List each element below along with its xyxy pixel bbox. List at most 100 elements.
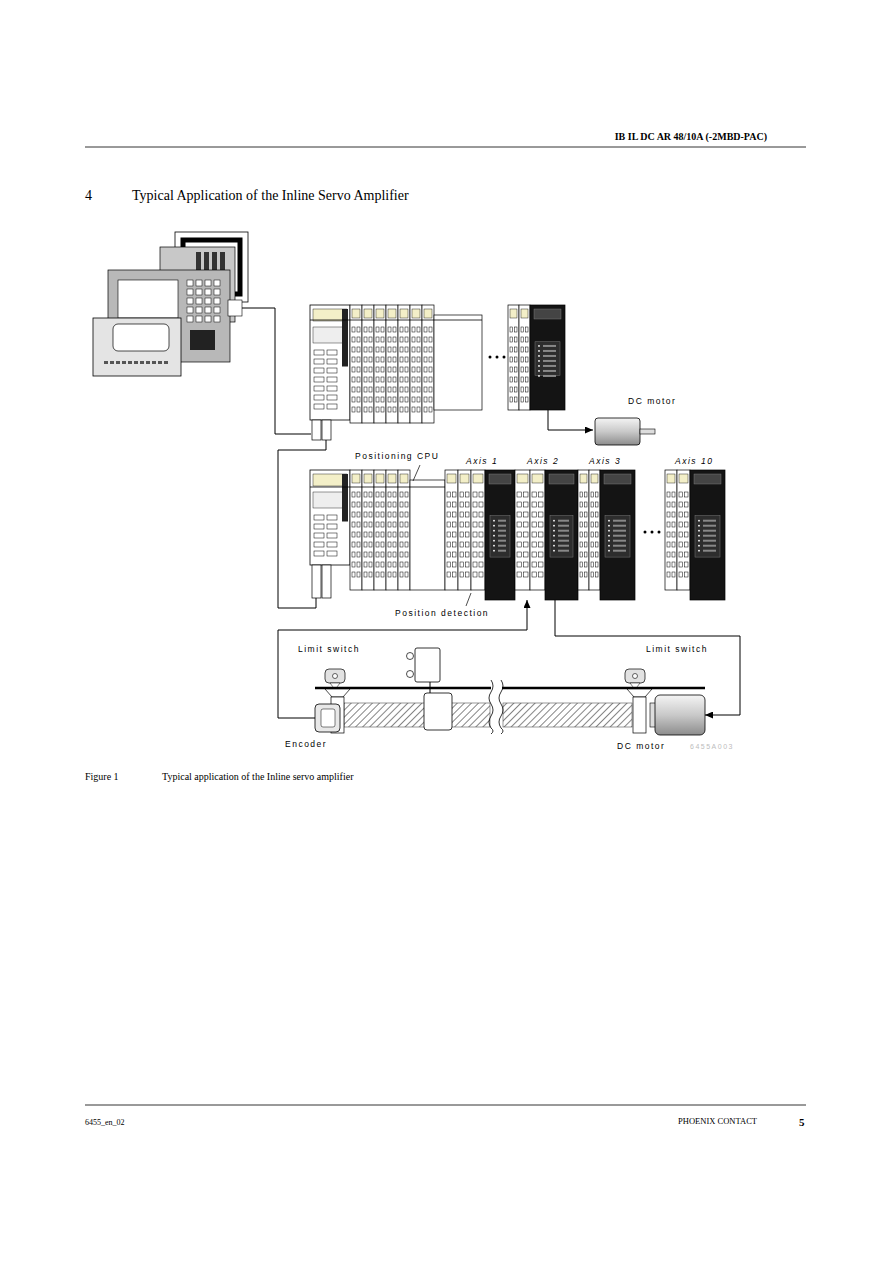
terminal-contact bbox=[388, 502, 391, 507]
terminal-contact bbox=[364, 562, 367, 567]
terminal-contact bbox=[417, 357, 420, 362]
terminal-contact bbox=[400, 542, 403, 547]
servo-marking bbox=[558, 520, 569, 522]
servo-marking bbox=[558, 545, 569, 547]
terminal-contact bbox=[381, 522, 384, 527]
keypad-display bbox=[190, 330, 215, 350]
bus-plug bbox=[312, 420, 321, 440]
terminal-contact bbox=[364, 327, 367, 332]
io-terminal bbox=[458, 470, 471, 590]
servo-led bbox=[493, 525, 495, 527]
terminal-contact bbox=[580, 572, 583, 577]
terminal-contact bbox=[466, 492, 470, 497]
carriage-stem bbox=[430, 682, 431, 693]
bus-plug bbox=[322, 420, 331, 440]
servo-marking bbox=[558, 530, 569, 532]
terminal-contact bbox=[591, 512, 594, 517]
terminal-contact bbox=[539, 542, 544, 547]
terminal-contact bbox=[596, 532, 599, 537]
terminal-leds bbox=[364, 474, 372, 483]
terminal-contact bbox=[479, 522, 483, 527]
terminal-contact bbox=[521, 327, 524, 332]
terminal-contact bbox=[447, 572, 451, 577]
terminal-contact bbox=[424, 397, 427, 402]
terminal-contact bbox=[357, 562, 360, 567]
dc-motor: DC motor bbox=[595, 418, 640, 445]
panel-key bbox=[116, 361, 120, 364]
servo-marking bbox=[703, 520, 716, 522]
terminal-contact bbox=[381, 492, 384, 497]
terminal-contact bbox=[591, 522, 594, 527]
terminal-contact bbox=[357, 532, 360, 537]
terminal-contact bbox=[429, 367, 432, 372]
terminal-contact bbox=[405, 387, 408, 392]
terminal-contact bbox=[429, 337, 432, 342]
terminal-contact bbox=[517, 492, 522, 497]
servo-led bbox=[553, 530, 555, 532]
terminal-contact bbox=[580, 512, 583, 517]
terminal-contact bbox=[364, 522, 367, 527]
terminal-leds bbox=[473, 474, 483, 483]
io-terminal bbox=[350, 470, 362, 590]
keypad-key bbox=[214, 316, 220, 322]
terminal-contact bbox=[466, 502, 470, 507]
terminal-contact bbox=[526, 347, 529, 352]
keypad-key bbox=[205, 307, 211, 313]
terminal-contact bbox=[580, 542, 583, 547]
document-code: 6455_en_02 bbox=[85, 1118, 125, 1127]
terminal-contact bbox=[357, 512, 360, 517]
terminal-contact bbox=[424, 357, 427, 362]
terminal-contact bbox=[466, 522, 470, 527]
servo-panel bbox=[535, 342, 560, 376]
terminal-contact bbox=[424, 377, 427, 382]
terminal-contact bbox=[515, 337, 518, 342]
terminal-contact bbox=[376, 552, 379, 557]
terminal-leds bbox=[580, 474, 587, 483]
keypad-key bbox=[196, 316, 202, 322]
terminal-contact bbox=[327, 551, 337, 556]
terminal-contact bbox=[532, 572, 537, 577]
servo-led bbox=[538, 365, 540, 367]
terminal-contact bbox=[672, 532, 675, 537]
servo-marking bbox=[498, 540, 506, 542]
terminal-contact bbox=[369, 522, 372, 527]
servo-led bbox=[493, 545, 495, 547]
terminal-contact bbox=[376, 387, 379, 392]
terminal-contact bbox=[400, 572, 403, 577]
terminal-contact bbox=[515, 397, 518, 402]
terminal-contact bbox=[424, 387, 427, 392]
terminal-contact bbox=[667, 572, 670, 577]
terminal-contact bbox=[591, 562, 594, 567]
terminal-contact bbox=[515, 347, 518, 352]
terminal-contact bbox=[381, 357, 384, 362]
panel-key bbox=[146, 361, 150, 364]
servo-led bbox=[493, 535, 495, 537]
servo-marking bbox=[498, 530, 506, 532]
terminal-contact bbox=[424, 327, 427, 332]
terminal-leds bbox=[352, 309, 360, 318]
servo-led bbox=[538, 345, 540, 347]
servo-marking bbox=[703, 530, 716, 532]
io-terminal bbox=[471, 470, 485, 590]
servo-led bbox=[493, 520, 495, 522]
servo-led bbox=[538, 375, 540, 377]
terminal-contact bbox=[327, 386, 337, 391]
panel-key bbox=[110, 361, 114, 364]
io-terminal bbox=[386, 305, 398, 423]
terminal-contact bbox=[685, 542, 689, 547]
terminal-contact bbox=[376, 532, 379, 537]
terminal-contact bbox=[679, 532, 683, 537]
servo-led bbox=[493, 530, 495, 532]
io-terminal bbox=[398, 470, 410, 590]
terminal-contact bbox=[510, 397, 513, 402]
terminal-contact bbox=[672, 522, 675, 527]
terminal-contact bbox=[369, 502, 372, 507]
terminal-contact bbox=[393, 492, 396, 497]
leader-line bbox=[413, 465, 420, 481]
terminal-contact bbox=[352, 407, 355, 412]
servo-marking bbox=[703, 545, 716, 547]
terminal-contact bbox=[400, 492, 403, 497]
terminal-contact bbox=[591, 502, 594, 507]
terminal-contact bbox=[524, 562, 529, 567]
signal-line bbox=[278, 600, 527, 718]
